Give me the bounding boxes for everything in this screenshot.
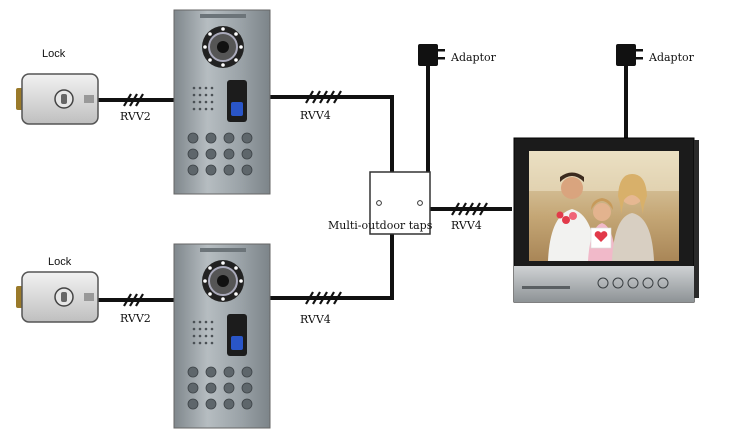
lock-top: [16, 74, 98, 124]
cable-label-panel-top: RVV4: [300, 109, 331, 122]
cable-label-monitor: RVV4: [451, 219, 482, 232]
cable-marker-lock-bottom: [124, 294, 143, 306]
outdoor-panel-bottom: [174, 244, 270, 428]
lock-bottom-label: Lock: [48, 256, 71, 268]
lock-bottom: [16, 272, 98, 322]
cable-marker-lock-top: [124, 94, 143, 106]
wire-panel-bottom: [270, 232, 392, 298]
cable-label-lock-top: RVV2: [120, 110, 151, 123]
indoor-monitor: [514, 138, 699, 302]
adaptor-left-label: Adaptor: [451, 51, 496, 64]
adaptor-right-label: Adaptor: [649, 51, 694, 64]
cable-label-lock-bottom: RVV2: [120, 312, 151, 325]
monitor-button-bar: [514, 266, 694, 302]
power-adaptor-left: [418, 44, 445, 66]
taps-box-label: Multi-outdoor taps: [328, 219, 432, 232]
outdoor-panel-top: [174, 10, 270, 194]
cable-label-panel-bottom: RVV4: [300, 313, 331, 326]
wire-panel-top: [270, 97, 392, 172]
power-adaptor-right: [616, 44, 643, 66]
lock-top-label: Lock: [42, 48, 65, 60]
